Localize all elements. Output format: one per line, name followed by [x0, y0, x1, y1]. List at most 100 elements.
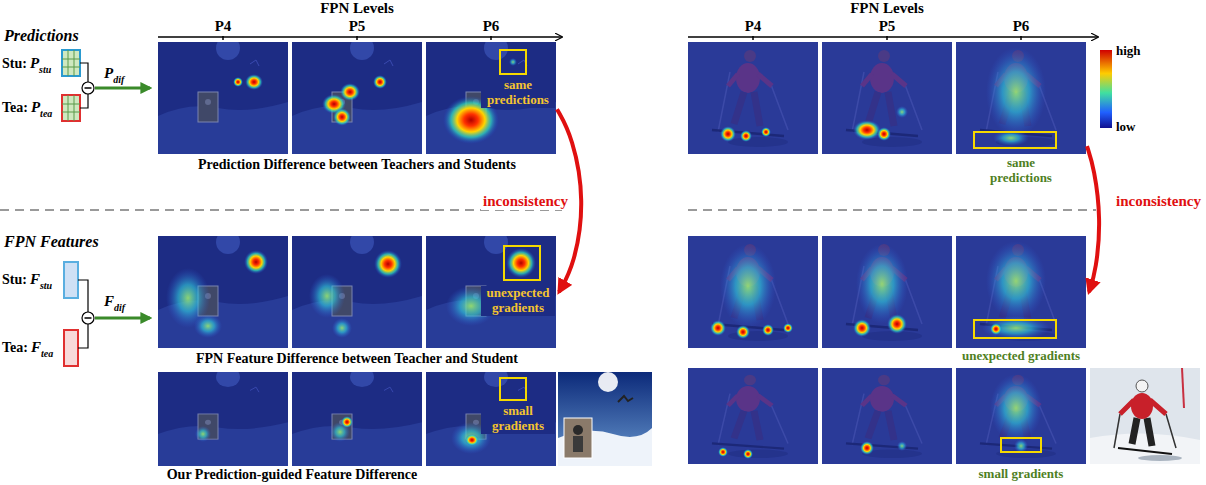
math-symbol: F: [30, 272, 40, 287]
heatmap-panel: unexpected gradients: [956, 236, 1086, 348]
level-label: P4: [745, 19, 762, 34]
heatmap: [292, 36, 422, 154]
axis-arrow: [158, 36, 562, 38]
axis-arrow: [158, 36, 1098, 40]
feature-map-icon: [64, 262, 150, 366]
heatmap: [688, 368, 818, 464]
annotation-text: same predictions: [481, 78, 555, 108]
heatmap: [426, 367, 556, 466]
heatmap: [740, 130, 752, 142]
colorbar-label: low: [1116, 120, 1136, 133]
heatmap: [158, 230, 288, 348]
axis-arrow: [688, 36, 1098, 38]
heatmap: [783, 323, 793, 333]
heatmap: [158, 367, 288, 466]
feature-map-icon: [64, 330, 78, 366]
heatmap: [465, 434, 479, 446]
axis-title: FPN Levels: [320, 1, 394, 16]
heatmap: [504, 246, 540, 280]
heatmap: [762, 324, 774, 336]
heatmap: [158, 36, 288, 154]
level-label: P5: [349, 19, 366, 34]
subscript: stu: [40, 281, 52, 291]
heatmap: [990, 374, 1042, 442]
input-photo: [1131, 393, 1153, 419]
caption: Our Prediction-guided Feature Difference: [167, 468, 418, 482]
input-photo: [564, 418, 592, 458]
heatmap-panel: small gradients: [426, 372, 556, 466]
row-title: Predictions: [4, 28, 79, 44]
heatmap: [761, 127, 771, 137]
heatmap: [897, 441, 907, 451]
heatmap: [245, 74, 263, 90]
annotation-text: small gradients: [956, 467, 1086, 482]
annotation-text: small gradients: [481, 404, 555, 434]
level-label: P6: [483, 19, 500, 34]
subscript: stu: [39, 65, 51, 75]
prediction-map-icon: [82, 82, 94, 94]
heatmap: [244, 250, 268, 274]
subscript: tea: [40, 109, 52, 119]
feature-map-icon: [64, 262, 78, 298]
heatmap: [373, 75, 387, 89]
heatmap-panel: same predictions: [426, 42, 556, 154]
heatmap: [720, 244, 776, 328]
heatmap: [426, 367, 556, 466]
prediction-map-icon: [62, 95, 80, 121]
heatmap: [1001, 438, 1041, 452]
heatmap: [426, 230, 556, 348]
input-photo: [1090, 433, 1200, 464]
heatmap: [887, 314, 907, 334]
math-symbol: F: [31, 340, 41, 355]
heatmap: [822, 368, 952, 464]
input-photo: [1090, 368, 1200, 464]
heatmap: [877, 127, 891, 141]
heatmap: [956, 236, 1086, 348]
edge-label: inconsistency: [1114, 193, 1203, 210]
input-photo: [1090, 368, 1200, 464]
heatmap: [822, 236, 952, 348]
heatmap: [688, 42, 818, 154]
axis-arrow: [223, 36, 491, 40]
prediction-map-icon: [62, 50, 80, 76]
input-photo: [1132, 418, 1152, 446]
heatmap: [333, 108, 351, 126]
heatmap: [853, 120, 881, 140]
role-label: Stu:: [2, 57, 27, 71]
heatmap-panel: unexpected gradients: [426, 236, 556, 348]
heatmap: [896, 106, 908, 118]
heatmap: [743, 449, 753, 459]
caption: FPN Feature Difference between Teacher a…: [196, 352, 518, 366]
feature-map-icon: [95, 317, 150, 320]
heatmap: [720, 126, 736, 142]
heatmap: [974, 132, 1056, 148]
input-photo: [1114, 414, 1120, 448]
inconsistency-arrow: [1087, 146, 1099, 292]
role-label: Tea:: [2, 341, 28, 355]
subscript: tea: [41, 349, 53, 359]
heatmap: [688, 42, 818, 154]
axis-title: FPN Levels: [850, 1, 924, 16]
heatmap: [990, 323, 1002, 335]
caption: Prediction Difference between Teachers a…: [198, 158, 516, 172]
heatmap: [332, 318, 352, 338]
input-photo: [1118, 448, 1172, 454]
subscript: dif: [114, 303, 125, 313]
feature-map-icon: [82, 312, 94, 324]
heatmap: [974, 320, 1056, 338]
dashed-separator: [0, 209, 562, 211]
heatmap: [710, 320, 726, 336]
edge-label: inconsistency: [481, 193, 570, 210]
heatmap: [341, 416, 353, 428]
heatmap: [426, 36, 556, 154]
heatmap: [956, 368, 1086, 464]
input-photo: [618, 396, 633, 402]
prediction-map-icon: [85, 87, 92, 89]
heatmap: [860, 441, 874, 455]
level-label: P5: [879, 19, 896, 34]
heatmap: [956, 42, 1086, 154]
annotation-text: unexpected gradients: [481, 286, 555, 316]
math-symbol: P: [30, 56, 39, 71]
heatmap: [822, 368, 952, 464]
prediction-map-icon: [62, 50, 150, 121]
